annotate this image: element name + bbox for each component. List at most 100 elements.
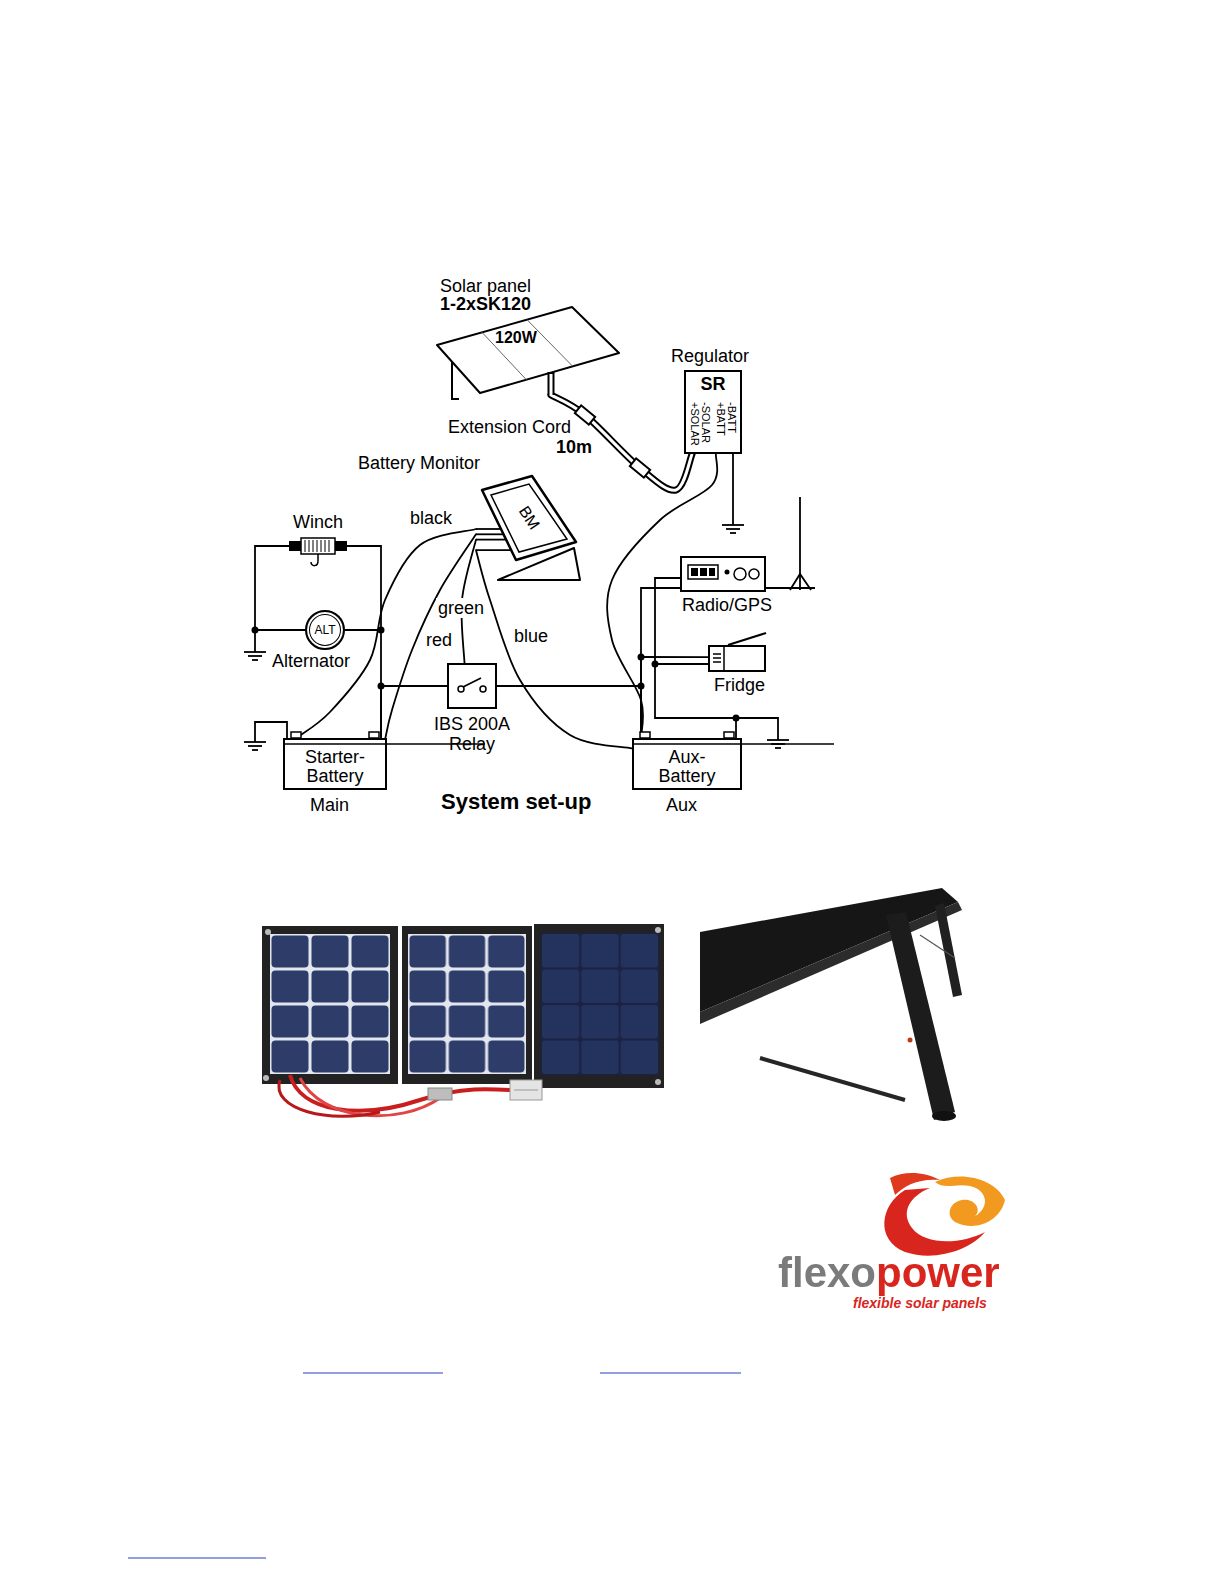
alternator-heading: Alternator bbox=[272, 652, 350, 670]
radio-box-outline bbox=[691, 568, 698, 576]
panel-power: 120W bbox=[495, 330, 537, 346]
panel-heading: Solar panel bbox=[440, 277, 531, 295]
relay-box-outline bbox=[449, 665, 495, 707]
winch-symbol-outline bbox=[321, 540, 322, 552]
solar-panel-photo bbox=[402, 926, 532, 1084]
wiring bbox=[347, 546, 381, 630]
winch-symbol-outline bbox=[305, 540, 329, 552]
solar-panel-photo bbox=[279, 1080, 380, 1116]
wire bbox=[345, 630, 381, 738]
starter-battery: Starter-BatteryMain bbox=[283, 738, 387, 790]
junction-dot bbox=[638, 683, 645, 690]
fridge-box-outline bbox=[728, 633, 766, 645]
solar-panel-photo bbox=[408, 934, 526, 1074]
panel-leg-photo bbox=[932, 1111, 956, 1121]
battery-monitor-outline bbox=[476, 528, 501, 530]
antenna bbox=[790, 574, 811, 590]
starter-battery-outline bbox=[369, 732, 379, 738]
ground-symbol bbox=[248, 655, 262, 657]
winch-symbol-outline bbox=[335, 541, 347, 551]
ground-symbol bbox=[775, 747, 781, 749]
battery-monitor-outline bbox=[476, 529, 511, 550]
aux-battery-outline bbox=[634, 743, 834, 745]
fridge-box-outline bbox=[713, 633, 766, 670]
relay-heading: IBS 200A Relay bbox=[427, 715, 517, 755]
solar-panel-photo bbox=[655, 1079, 661, 1085]
relay-box-outline bbox=[480, 686, 486, 692]
fridge-box-outline bbox=[710, 647, 764, 670]
fridge-box: Fridge bbox=[708, 645, 766, 672]
wiring bbox=[736, 718, 778, 740]
panel-leg-photo bbox=[700, 888, 962, 1121]
cord-plug bbox=[575, 405, 595, 424]
pin-name: +SOLAR bbox=[689, 402, 701, 446]
radio-box-outline bbox=[709, 568, 715, 576]
ground-symbol bbox=[244, 651, 266, 653]
panel-leg-photo bbox=[760, 1058, 905, 1100]
wire-color-label: red bbox=[424, 630, 454, 650]
radio-box-outline bbox=[725, 570, 730, 575]
fridge-box-outline bbox=[713, 653, 721, 655]
ground-symbol bbox=[252, 749, 258, 751]
solar-panel: Solar panel1-2xSK120120W bbox=[432, 303, 624, 395]
battery-name: Aux-Battery bbox=[634, 740, 740, 788]
radio-box-outline bbox=[749, 569, 759, 579]
junction-dot bbox=[252, 627, 259, 634]
junction-dot bbox=[638, 654, 645, 661]
ground-symbol bbox=[248, 745, 262, 747]
link-underline bbox=[128, 1557, 266, 1558]
junction-dot bbox=[733, 715, 740, 722]
winch-symbol-outline bbox=[301, 538, 335, 554]
starter-battery-outline bbox=[285, 743, 485, 745]
battery-monitor: Battery MonitorBM bbox=[476, 476, 580, 582]
solar-panel-outline bbox=[550, 374, 553, 396]
winch-symbol-outline bbox=[329, 540, 330, 552]
aux-battery: Aux-BatteryAux bbox=[632, 738, 742, 790]
radio-box: Radio/GPS bbox=[680, 556, 766, 592]
ground-symbol bbox=[722, 524, 744, 526]
battery-role: Aux bbox=[666, 796, 697, 814]
solar-panel-photo bbox=[262, 924, 664, 1116]
winch-symbol: Winch bbox=[289, 537, 347, 555]
wire bbox=[255, 546, 305, 630]
wire bbox=[641, 657, 708, 738]
alternator-symbol: ALTAlternator bbox=[305, 610, 345, 650]
pin-name: -BATT bbox=[726, 402, 738, 433]
wire bbox=[641, 588, 680, 738]
regulator-box: RegulatorSR+SOLAR-SOLAR+BATT-BATT bbox=[684, 370, 742, 454]
wire bbox=[255, 546, 305, 630]
battery-monitor-outline bbox=[476, 549, 511, 551]
wire bbox=[345, 630, 381, 738]
wiring bbox=[655, 663, 708, 665]
winch-symbol-outline bbox=[311, 554, 318, 566]
battery-monitor-outline bbox=[476, 539, 506, 541]
solar-panel-photo bbox=[270, 934, 390, 1074]
panel-leg-photo bbox=[935, 903, 962, 997]
regulator-name: SR bbox=[686, 375, 740, 393]
link-underline bbox=[303, 1372, 443, 1373]
pin-name: +BATT bbox=[715, 402, 727, 436]
panel-leg-photo bbox=[920, 935, 955, 958]
winch-symbol-outline bbox=[309, 540, 310, 552]
solar-panel-photo bbox=[655, 927, 661, 933]
battery-name: Starter-Battery bbox=[285, 740, 385, 788]
wiring bbox=[732, 454, 734, 525]
aux-battery-outline bbox=[640, 732, 650, 738]
extension-cord bbox=[551, 395, 692, 490]
ground-symbol bbox=[730, 532, 736, 534]
panel-model: 1-2xSK120 bbox=[440, 295, 531, 313]
solar-panel-photo bbox=[514, 1090, 538, 1091]
starter-battery-outline bbox=[291, 732, 301, 738]
monitor-heading: Battery Monitor bbox=[358, 454, 480, 472]
radio-box-outline bbox=[700, 568, 707, 576]
solar-panel-photo bbox=[541, 933, 659, 1075]
radio-box-outline bbox=[688, 565, 718, 579]
antenna bbox=[766, 497, 815, 590]
logo-swirl bbox=[935, 1176, 1005, 1225]
winch-symbol-outline bbox=[325, 540, 326, 552]
wire bbox=[641, 588, 680, 738]
solar-panel-outline bbox=[437, 307, 619, 393]
